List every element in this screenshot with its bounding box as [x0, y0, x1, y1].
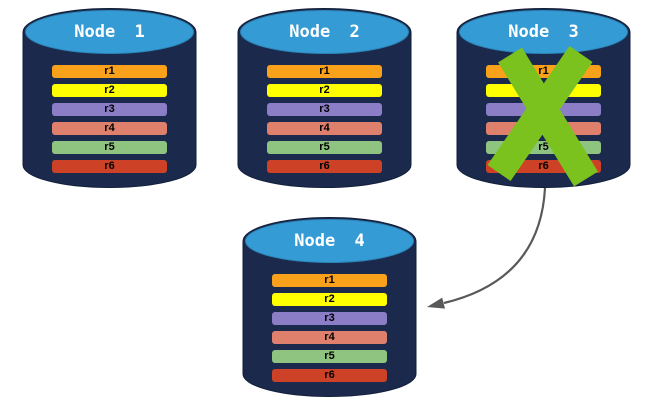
node-title: Node 4: [294, 231, 365, 251]
node-3-cylinder: Node 3 r1 r2 r3 r4 r5 r6: [456, 7, 631, 189]
replica-label: r1: [324, 274, 335, 286]
replica-label: r6: [538, 160, 549, 172]
node-title: Node 2: [289, 22, 360, 42]
node-1-cylinder: Node 1 r1 r2 r3 r4 r5 r6: [22, 7, 197, 189]
replica-label: r2: [324, 293, 335, 305]
replica-bar: r2: [272, 293, 387, 306]
replica-bar: r5: [272, 350, 387, 363]
replica-bar: r5: [267, 141, 382, 154]
replica-label: r1: [104, 65, 115, 77]
replica-label: r5: [324, 350, 335, 362]
replica-bar: r6: [272, 369, 387, 382]
replica-label: r6: [324, 369, 335, 381]
failure-x-icon: [487, 46, 598, 187]
replica-bar: r5: [52, 141, 167, 154]
replica-bar: r6: [52, 160, 167, 173]
replica-label: r2: [319, 84, 330, 96]
replica-bar: r4: [272, 331, 387, 344]
replica-label: r1: [538, 65, 549, 77]
replica-label: r2: [104, 84, 115, 96]
replica-bar: r1: [52, 65, 167, 78]
replica-label: r4: [104, 122, 115, 134]
replica-label: r6: [319, 160, 330, 172]
replica-label: r3: [319, 103, 330, 115]
node-2-cylinder: Node 2 r1 r2 r3 r4 r5 r6: [237, 7, 412, 189]
replica-list: r1 r2 r3 r4 r5 r6: [52, 65, 167, 179]
replica-bar: r2: [267, 84, 382, 97]
replica-label: r5: [104, 141, 115, 153]
recovery-arrow-icon: [427, 187, 547, 309]
replica-label: r5: [319, 141, 330, 153]
replica-label: r3: [104, 103, 115, 115]
replica-label: r1: [319, 65, 330, 77]
replica-bar: r3: [267, 103, 382, 116]
node-4-cylinder: Node 4 r1 r2 r3 r4 r5 r6: [242, 216, 417, 398]
node-title: Node 3: [508, 22, 579, 42]
node-title: Node 1: [74, 22, 145, 42]
replica-bar: r2: [52, 84, 167, 97]
replica-list: r1 r2 r3 r4 r5 r6: [267, 65, 382, 179]
replica-bar: r1: [272, 274, 387, 287]
replica-label: r3: [324, 312, 335, 324]
replica-bar: r3: [52, 103, 167, 116]
replica-bar: r3: [272, 312, 387, 325]
replica-bar: r4: [267, 122, 382, 135]
replica-list: r1 r2 r3 r4 r5 r6: [272, 274, 387, 388]
replica-label: r5: [538, 141, 549, 153]
replica-label: r4: [319, 122, 330, 134]
replica-label: r6: [104, 160, 115, 172]
replica-bar: r1: [267, 65, 382, 78]
replica-label: r4: [324, 331, 335, 343]
replica-bar: r4: [52, 122, 167, 135]
replica-bar: r6: [267, 160, 382, 173]
